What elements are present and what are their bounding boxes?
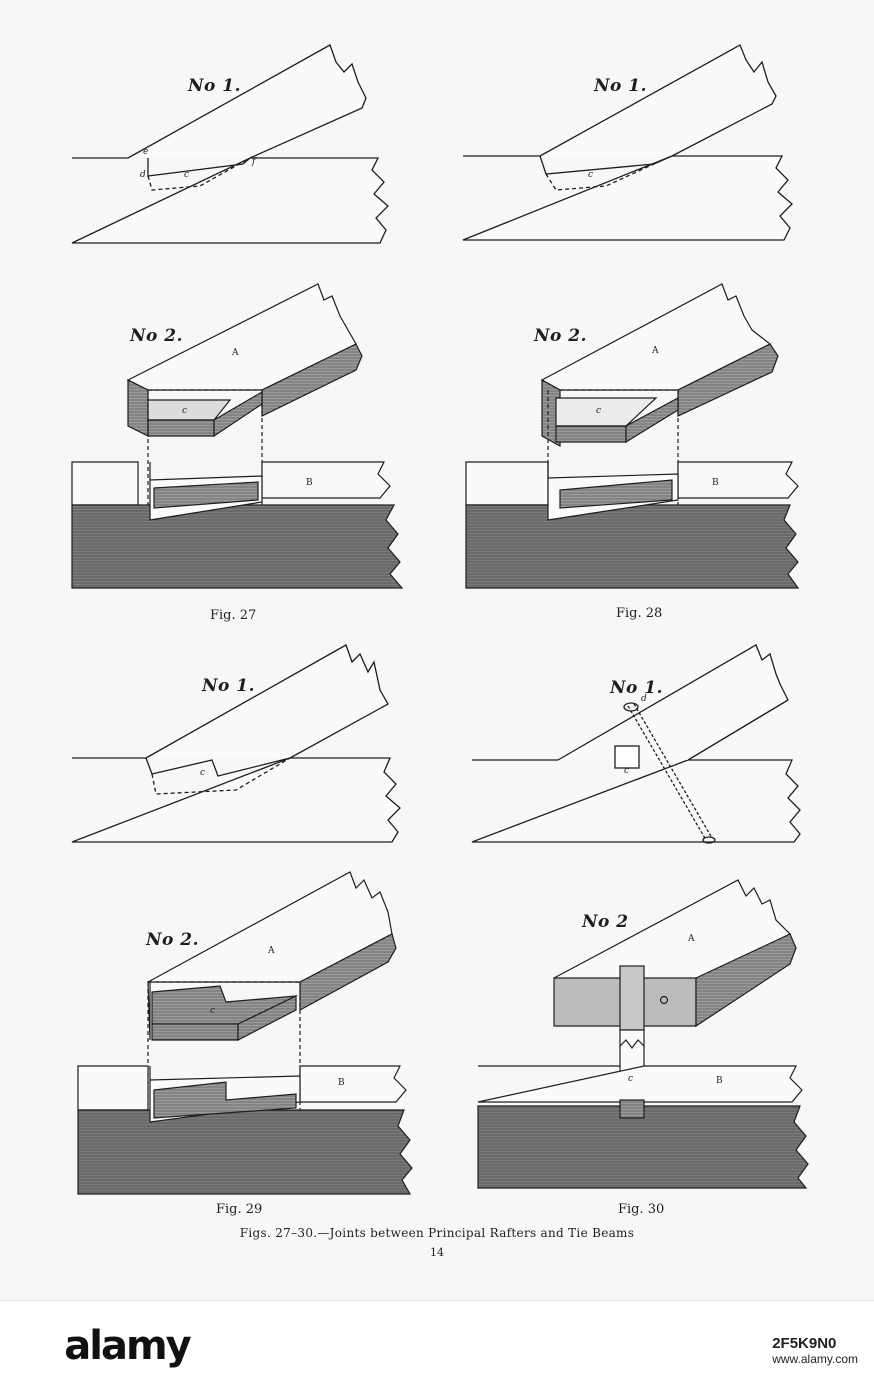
fig28-no1-drawing bbox=[462, 44, 793, 241]
fig30-letter-B: B bbox=[716, 1076, 723, 1086]
fig28-letter-c: c bbox=[588, 170, 594, 180]
fig29-no1-drawing bbox=[71, 644, 401, 843]
fig30-letter-A: A bbox=[688, 934, 695, 944]
fig27-letter-c: c bbox=[184, 170, 190, 180]
fig29-caption: Fig. 29 bbox=[216, 1202, 263, 1217]
fig27-letter-e: e bbox=[143, 147, 149, 157]
fig29-no2-drawing bbox=[77, 871, 413, 1195]
watermark-footer: alamy 2F5K9N0 www.alamy.com bbox=[0, 1300, 874, 1391]
watermark-logo: alamy bbox=[12, 1319, 242, 1373]
fig28-letter-A: A bbox=[652, 346, 659, 356]
fig28-letter-B: B bbox=[712, 478, 719, 488]
fig28-no1-label: No 1. bbox=[594, 76, 648, 96]
fig27-no2-drawing bbox=[71, 283, 404, 589]
fig27-caption: Fig. 27 bbox=[210, 608, 257, 623]
watermark-logo-text: alamy bbox=[64, 1323, 191, 1369]
fig29-letter-c2: c bbox=[210, 1006, 216, 1016]
fig28-letter-c2: c bbox=[596, 406, 602, 416]
fig30-no1-drawing bbox=[471, 644, 801, 844]
watermark-site: www.alamy.com bbox=[772, 1352, 858, 1366]
fig27-no1-label: No 1. bbox=[188, 76, 242, 96]
page-number: 14 bbox=[430, 1246, 444, 1259]
joint-drawings bbox=[71, 44, 809, 1195]
fig29-letter-c: c bbox=[200, 768, 206, 778]
fig30-no2-label: No 2 bbox=[582, 912, 629, 932]
fig30-no1-label: No 1. bbox=[610, 678, 664, 698]
watermark-code: 2F5K9N0 bbox=[772, 1335, 837, 1352]
fig28-no2-drawing bbox=[465, 283, 800, 589]
fig27-letter-A: A bbox=[232, 348, 239, 358]
fig27-letter-d: d bbox=[140, 170, 146, 180]
fig28-no2-label: No 2. bbox=[534, 326, 588, 346]
fig29-letter-B: B bbox=[338, 1078, 345, 1088]
fig27-letter-f: f bbox=[252, 157, 256, 167]
fig29-no2-label: No 2. bbox=[146, 930, 200, 950]
fig29-no1-label: No 1. bbox=[202, 676, 256, 696]
fig27-no2-label: No 2. bbox=[130, 326, 184, 346]
plate-sheet: No 1. e d c f No 2. A c B Fig. 27 No 1. … bbox=[71, 44, 809, 1259]
fig30-letter-d: d bbox=[641, 694, 647, 704]
plate-caption: Figs. 27–30.—Joints between Principal Ra… bbox=[239, 1226, 635, 1240]
watermark-info: 2F5K9N0 www.alamy.com bbox=[772, 1335, 858, 1366]
fig27-letter-B: B bbox=[306, 478, 313, 488]
fig30-caption: Fig. 30 bbox=[618, 1202, 665, 1217]
fig29-letter-A: A bbox=[268, 946, 275, 956]
fig30-no2-drawing bbox=[477, 879, 809, 1189]
fig27-no1-drawing bbox=[71, 44, 389, 244]
fig27-letter-c2: c bbox=[182, 406, 188, 416]
fig30-letter-c2: c bbox=[628, 1074, 634, 1084]
fig30-letter-c: c bbox=[624, 766, 630, 776]
fig28-caption: Fig. 28 bbox=[616, 606, 663, 621]
